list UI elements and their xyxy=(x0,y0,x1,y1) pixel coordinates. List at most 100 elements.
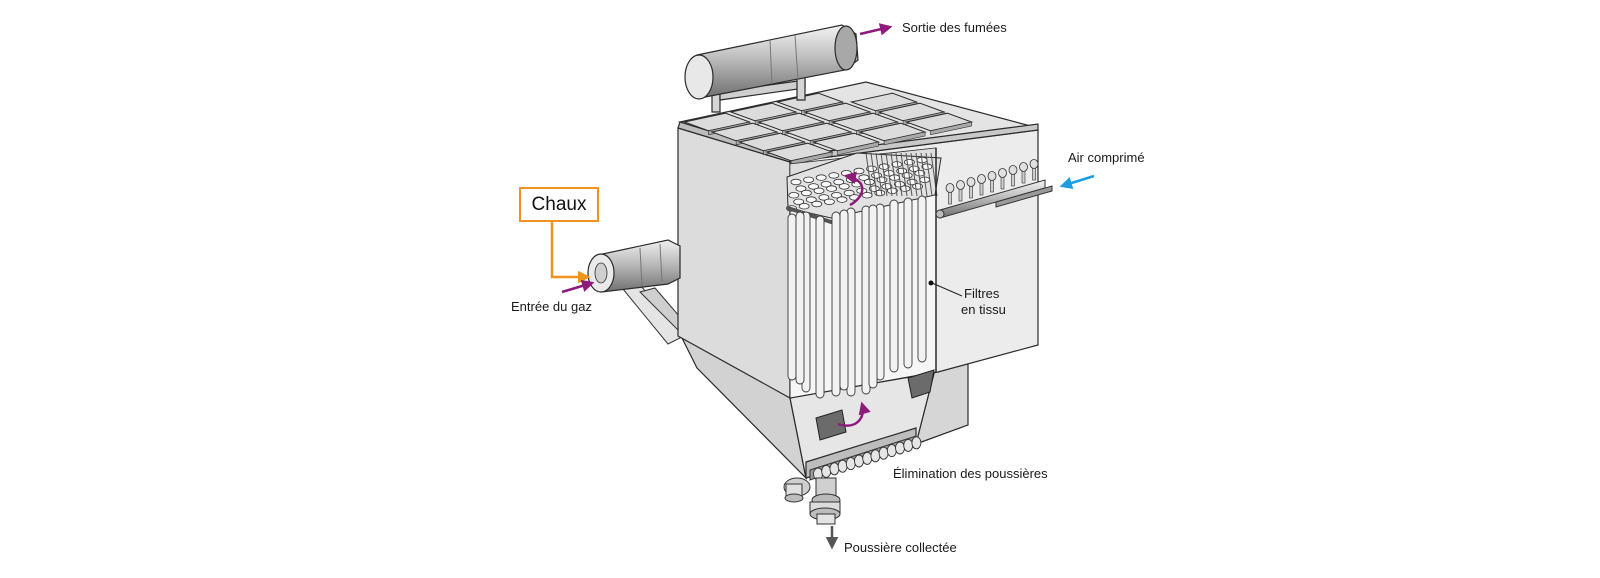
grating-bar xyxy=(865,152,873,197)
screw-coil xyxy=(862,451,873,465)
air-valve xyxy=(1019,162,1028,172)
filters-label-line2: en tissu xyxy=(961,302,1006,317)
tube-hole xyxy=(803,176,814,183)
tube-hole xyxy=(815,174,827,181)
filters-label-line1: Filtres xyxy=(964,286,1000,301)
grating-bar xyxy=(895,152,903,197)
filter-bag xyxy=(831,211,841,397)
tube-hole xyxy=(921,163,933,170)
air-valve xyxy=(966,177,976,187)
upflow-arrow-top xyxy=(843,171,864,207)
outlet-duct xyxy=(684,24,859,113)
tube-hole xyxy=(861,191,873,199)
tube-hole xyxy=(788,191,800,199)
grating-bar xyxy=(875,152,883,197)
tube-hole xyxy=(808,183,819,190)
tube-hole xyxy=(826,185,837,192)
air-valve xyxy=(987,171,997,181)
tube-hole xyxy=(878,163,890,170)
grating-bar xyxy=(890,152,898,197)
screw-coil xyxy=(903,438,914,452)
compressed-air-arrow xyxy=(1059,174,1095,189)
filter-bag xyxy=(839,209,849,391)
tube-hole xyxy=(908,165,920,172)
air-valve xyxy=(1008,165,1018,175)
screw-coil xyxy=(837,459,848,473)
screw-coil xyxy=(821,464,832,478)
grating-bar xyxy=(905,152,913,197)
screw-coil xyxy=(878,446,889,460)
gas-inlet-duct xyxy=(587,239,681,293)
tube-hole xyxy=(843,189,855,197)
tube-hole xyxy=(795,185,807,192)
screw-coil xyxy=(886,444,897,458)
air-valve xyxy=(977,174,986,184)
grating-bar xyxy=(885,152,893,197)
screw-coil xyxy=(870,449,881,463)
grating-bar xyxy=(870,152,878,197)
tube-hole xyxy=(887,187,898,194)
filter-bag xyxy=(889,199,899,373)
screw-coil xyxy=(911,436,922,450)
grating-bar xyxy=(880,152,888,197)
tube-hole xyxy=(798,202,810,210)
grating-bar xyxy=(925,152,933,197)
tube-hole xyxy=(866,165,877,172)
tube-hole xyxy=(914,169,926,177)
tube-hole xyxy=(801,189,812,197)
upflow-arrow-bottom xyxy=(837,401,871,427)
screw-coil xyxy=(895,441,905,455)
screw-coil xyxy=(845,457,856,471)
lime-feed-line xyxy=(550,222,591,284)
filter-bag xyxy=(815,215,825,399)
tube-hole xyxy=(836,196,848,203)
lime-label-box: Chaux xyxy=(519,187,599,222)
tube-hole xyxy=(868,185,880,192)
tube-hole xyxy=(899,185,911,192)
fume-outlet-label: Sortie des fumées xyxy=(902,20,1007,35)
top-panel-edge xyxy=(883,131,926,146)
collected-dust-label: Poussière collectée xyxy=(844,540,957,555)
tube-hole xyxy=(881,183,893,190)
tube-hole xyxy=(818,194,830,201)
grating-bar xyxy=(900,152,908,197)
air-valve xyxy=(998,168,1007,178)
filter-leader xyxy=(928,280,963,297)
tube-hole xyxy=(858,174,870,181)
filter-bags xyxy=(787,195,927,399)
filter-bag xyxy=(868,204,878,389)
compressed-air-label: Air comprimé xyxy=(1068,150,1145,165)
rotary-valve xyxy=(809,477,841,525)
filter-bag xyxy=(795,211,805,385)
inspection-doors xyxy=(815,369,935,441)
tube-hole xyxy=(813,187,825,194)
grating-bar xyxy=(915,152,923,197)
screw-coil xyxy=(854,454,864,468)
tube-hole xyxy=(838,183,850,190)
filter-bag xyxy=(787,213,797,381)
tube-hole xyxy=(790,178,802,186)
filter-bag xyxy=(917,195,927,363)
fume-outlet-arrow xyxy=(859,23,893,36)
gas-inlet-arrow xyxy=(561,279,595,294)
screw-coil xyxy=(829,462,840,476)
tube-hole xyxy=(874,189,886,197)
tube-sheet xyxy=(786,152,942,224)
tube-hole xyxy=(828,172,840,179)
gas-inlet-label: Entrée du gaz xyxy=(511,299,592,314)
top-panel-edge xyxy=(837,141,879,156)
tube-hole xyxy=(820,180,832,188)
tube-hole xyxy=(831,191,842,199)
grating-bar xyxy=(920,152,928,197)
tube-hole xyxy=(853,167,865,175)
compressed-air-manifold xyxy=(935,159,1053,219)
air-valve xyxy=(945,183,955,193)
tube-hole xyxy=(805,196,817,203)
air-valve xyxy=(956,180,965,190)
filter-bag xyxy=(903,197,913,369)
tube-hole xyxy=(793,198,805,205)
dust-removal-label: Élimination des poussières xyxy=(893,466,1048,481)
tube-hole xyxy=(824,198,835,205)
grating-bar xyxy=(910,152,918,197)
